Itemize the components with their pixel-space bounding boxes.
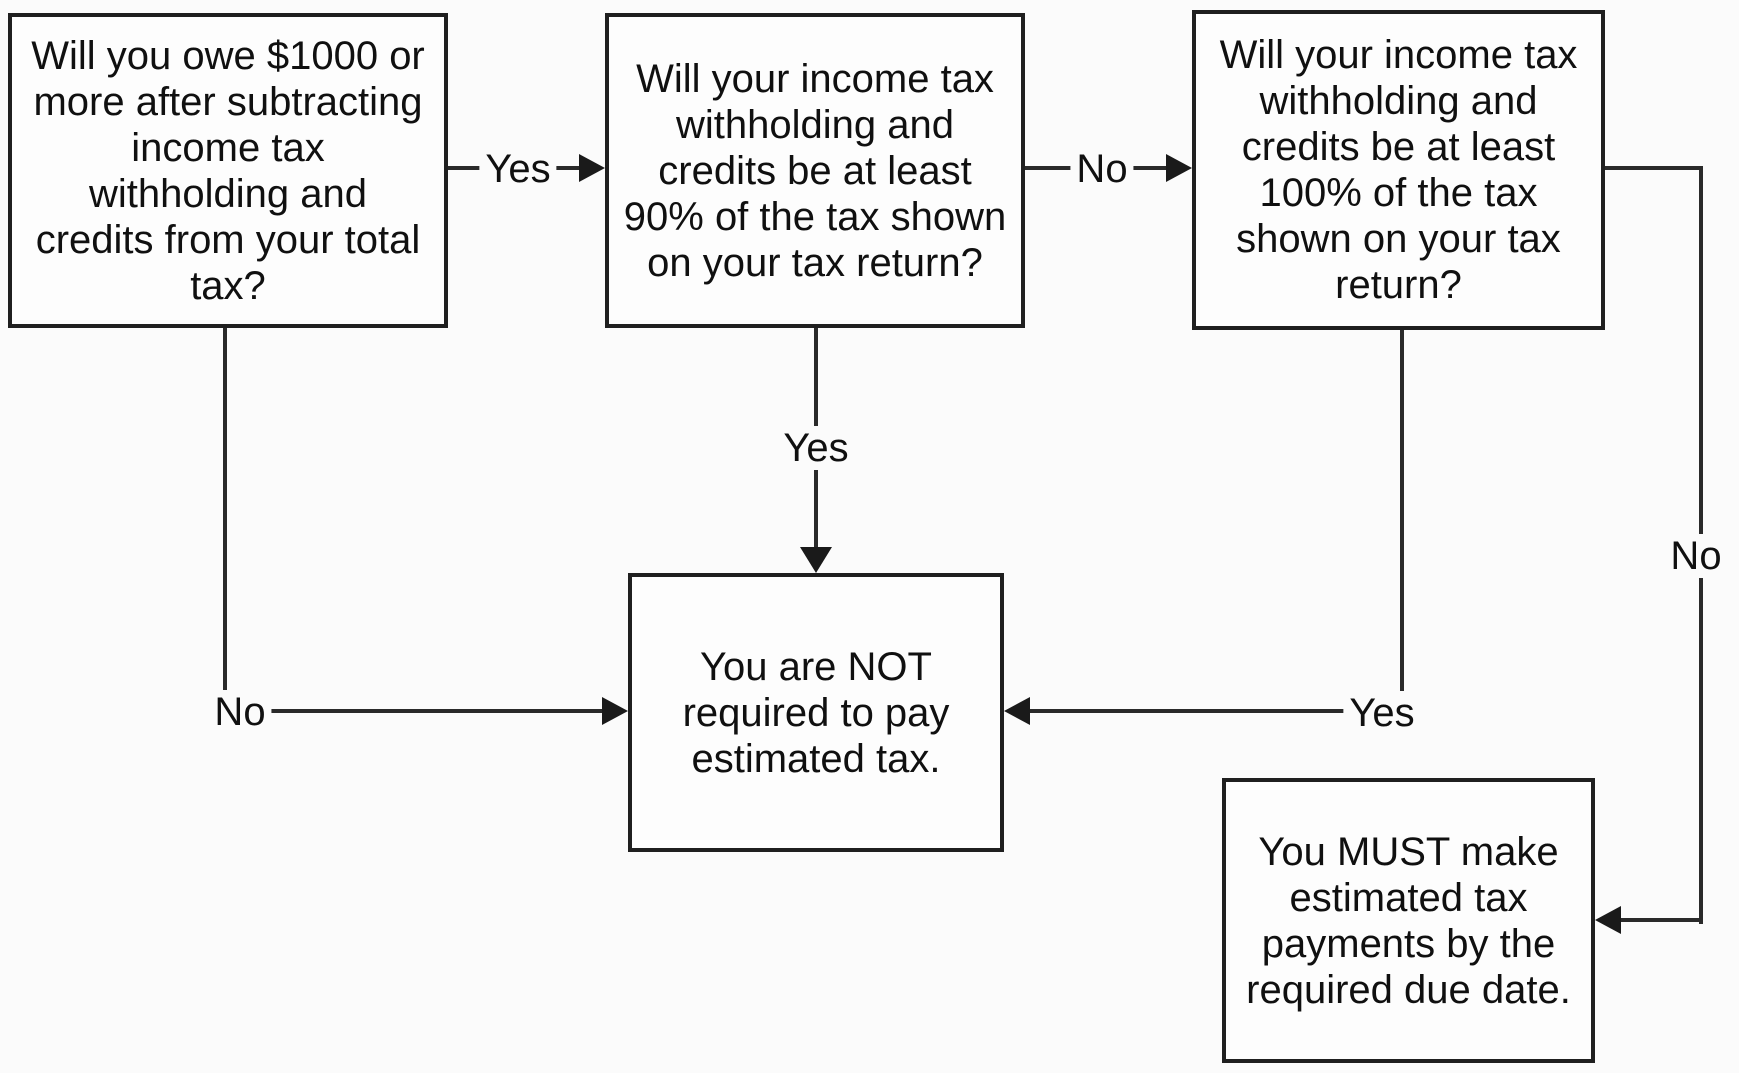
connector-q1-to-not-required (225, 709, 604, 713)
edge-label-q3-no: No (1664, 534, 1728, 578)
connector-into-must-pay (1619, 918, 1703, 922)
connector-q1-down (223, 328, 227, 712)
node-withholding-90-question: Will your income tax withholding and cre… (605, 13, 1025, 328)
node-not-required-result: You are NOT required to pay estimated ta… (628, 573, 1004, 852)
edge-label-q2-yes: Yes (777, 426, 855, 470)
node-owe-1000-question: Will you owe $1000 or more after subtrac… (8, 13, 448, 328)
edge-label-q2-no: No (1070, 147, 1134, 191)
edge-label-q1-no: No (208, 690, 272, 734)
arrowhead-into-q2 (579, 154, 605, 182)
node-withholding-100-question: Will your income tax withholding and cre… (1192, 10, 1605, 330)
arrowhead-into-not-required-top (800, 547, 832, 573)
arrowhead-into-not-required-left (602, 697, 628, 725)
connector-q3-to-not-required (1028, 709, 1404, 713)
edge-label-q1-yes: Yes (479, 147, 557, 191)
arrowhead-into-q3 (1166, 154, 1192, 182)
connector-q3-down (1400, 330, 1404, 713)
node-must-pay-result: You MUST make estimated tax payments by … (1222, 778, 1595, 1063)
connector-q3-right (1605, 166, 1703, 170)
edge-label-q3-yes: Yes (1343, 691, 1421, 735)
arrowhead-into-not-required-right (1004, 697, 1030, 725)
arrowhead-into-must-pay-right (1595, 906, 1621, 934)
